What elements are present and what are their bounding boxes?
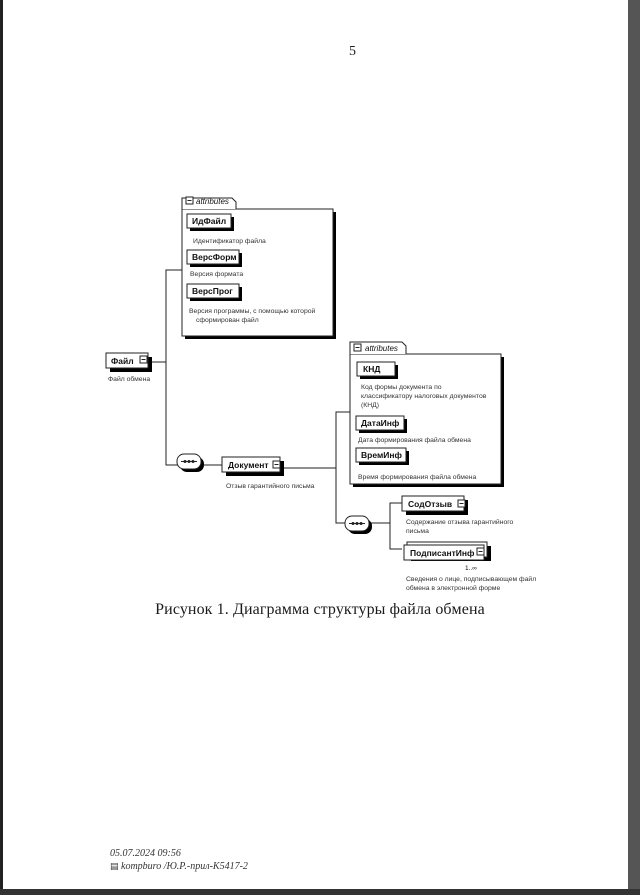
- attr-knd-desc-3: (КНД): [361, 402, 379, 409]
- attr-vreminf-label: ВремИнф: [361, 450, 402, 460]
- attributes-header: attributes: [365, 344, 398, 353]
- attr-knd-desc-1: Код формы документа по: [361, 384, 442, 391]
- sequence-compositor-icon: [176, 453, 204, 472]
- content-node-desc-1: Содержание отзыва гарантийного: [406, 518, 514, 526]
- attr-knd-label: КНД: [363, 364, 380, 374]
- document-node: Документ Отзыв гарантийного письма: [221, 456, 315, 490]
- attr-versform-label: ВерсФорм: [192, 252, 237, 262]
- sequence-compositor-icon: [344, 515, 372, 534]
- figure-caption: Рисунок 1. Диаграмма структуры файла обм…: [155, 601, 485, 618]
- attr-versprog-desc-2: сформирован файл: [196, 316, 259, 324]
- signer-node-label: ПодписантИнф: [410, 548, 475, 558]
- signer-node-desc-1: Сведения о лице, подписывающем файл: [406, 575, 536, 583]
- attr-idfile-label: ИдФайл: [192, 216, 226, 226]
- attr-versprog-label: ВерсПрог: [192, 286, 233, 296]
- content-node: СодОтзыв Содержание отзыва гарантийного …: [401, 495, 514, 535]
- attr-datainf-desc: Дата формирования файла обмена: [358, 436, 471, 444]
- attr-vreminf-desc: Время формирования файла обмена: [358, 473, 476, 481]
- document-icon: ▤: [110, 861, 119, 871]
- footer-timestamp: 05.07.2024 09:56: [110, 848, 181, 859]
- document-node-label: Документ: [228, 460, 269, 470]
- scan-edge-bottom: [0, 889, 640, 895]
- attr-idfile-desc: Идентификатор файла: [193, 237, 266, 245]
- scan-edge-left: [0, 0, 3, 895]
- signer-multiplicity: 1..∞: [465, 565, 477, 572]
- signer-node-desc-2: обмена в электронной форме: [406, 584, 500, 592]
- footer-filepath: ▤ kompburo /Ю.Р.-прил-К5417-2: [110, 860, 248, 873]
- footer-stamp: 05.07.2024 09:56 ▤ kompburo /Ю.Р.-прил-К…: [110, 848, 248, 873]
- footer-filepath-text: kompburo /Ю.Р.-прил-К5417-2: [121, 861, 248, 872]
- root-node: Файл Файл обмена: [105, 352, 152, 383]
- attr-versform-desc: Версия формата: [190, 271, 243, 278]
- document-attributes-group: attributes КНД Код формы документа по кл…: [349, 341, 504, 487]
- signer-node: ПодписантИнф 1..∞ Сведения о лице, подпи…: [403, 541, 536, 592]
- content-node-desc-2: письма: [406, 528, 429, 535]
- document-node-desc: Отзыв гарантийного письма: [226, 482, 315, 490]
- page-number: 5: [349, 44, 356, 59]
- connector-lines: [152, 269, 402, 550]
- content-node-label: СодОтзыв: [408, 499, 452, 509]
- root-node-desc: Файл обмена: [108, 375, 150, 383]
- attr-versprog-desc-1: Версия программы, с помощью которой: [189, 307, 316, 315]
- root-node-label: Файл: [111, 356, 134, 366]
- attr-knd-desc-2: классификатору налоговых документов: [361, 393, 487, 400]
- root-attributes-group: attributes ИдФайл Идентификатор файла Ве…: [181, 196, 336, 339]
- attributes-header: attributes: [196, 197, 229, 206]
- attr-datainf-label: ДатаИнф: [361, 418, 400, 428]
- scan-edge-right: [628, 0, 640, 895]
